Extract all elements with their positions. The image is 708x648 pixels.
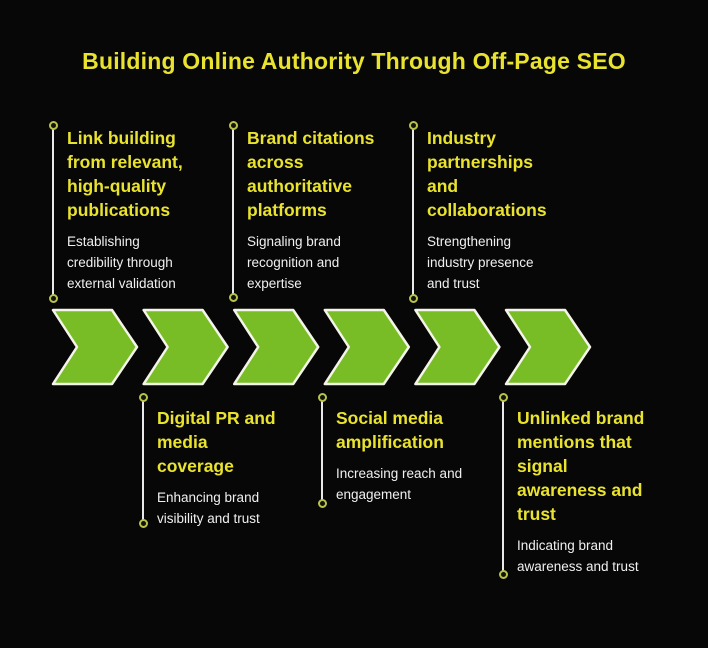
milestone-title: Unlinked brand mentions that signal awar… xyxy=(517,408,645,524)
chevron-arrow-6 xyxy=(504,308,592,386)
chevron-arrow-2 xyxy=(142,308,229,386)
milestone: Brand citations across authoritative pla… xyxy=(247,126,397,294)
timeline-dot xyxy=(318,393,327,402)
timeline-connector xyxy=(321,397,323,503)
timeline-dot xyxy=(139,393,148,402)
timeline-connector xyxy=(502,397,504,574)
timeline-connector xyxy=(232,125,234,297)
chevron-arrow-3 xyxy=(232,308,320,386)
milestone: Industry partnerships and collaborations… xyxy=(427,126,567,294)
timeline-dot xyxy=(49,121,58,130)
timeline-dot xyxy=(318,499,327,508)
milestone: Unlinked brand mentions that signal awar… xyxy=(517,406,662,577)
timeline-dot xyxy=(499,570,508,579)
milestone-title: Brand citations across authoritative pla… xyxy=(247,128,375,220)
timeline-connector xyxy=(52,125,54,298)
milestone-title: Link building from relevant, high-qualit… xyxy=(67,128,183,220)
milestone: Link building from relevant, high-qualit… xyxy=(67,126,195,294)
milestone-title: Social media amplification xyxy=(336,408,444,452)
chevron-arrow-1 xyxy=(51,308,139,386)
timeline-connector xyxy=(412,125,414,298)
timeline-connector xyxy=(142,397,144,523)
timeline-dot xyxy=(409,294,418,303)
milestone-description: Strengthening industry presence and trus… xyxy=(427,234,534,291)
milestone: Digital PR and media coverage Enhancing … xyxy=(157,406,292,529)
infographic-title: Building Online Authority Through Off-Pa… xyxy=(82,48,626,74)
chevron-arrow-4 xyxy=(323,308,411,386)
timeline-dot xyxy=(49,294,58,303)
milestone-title: Digital PR and media coverage xyxy=(157,408,276,476)
timeline-dot xyxy=(229,121,238,130)
milestone-description: Enhancing brand visibility and trust xyxy=(157,490,260,526)
timeline-dot xyxy=(499,393,508,402)
milestone-description: Indicating brand awareness and trust xyxy=(517,538,639,574)
milestone-title: Industry partnerships and collaborations xyxy=(427,128,547,220)
milestone-description: Establishing credibility through externa… xyxy=(67,234,176,291)
timeline-dot xyxy=(229,293,238,302)
milestone-description: Signaling brand recognition and expertis… xyxy=(247,234,341,291)
timeline-dot xyxy=(139,519,148,528)
milestone: Social media amplification Increasing re… xyxy=(336,406,486,505)
chevron-arrow-band xyxy=(51,308,592,386)
timeline-dot xyxy=(409,121,418,130)
milestone-description: Increasing reach and engagement xyxy=(336,466,463,502)
chevron-arrow-5 xyxy=(414,308,501,386)
